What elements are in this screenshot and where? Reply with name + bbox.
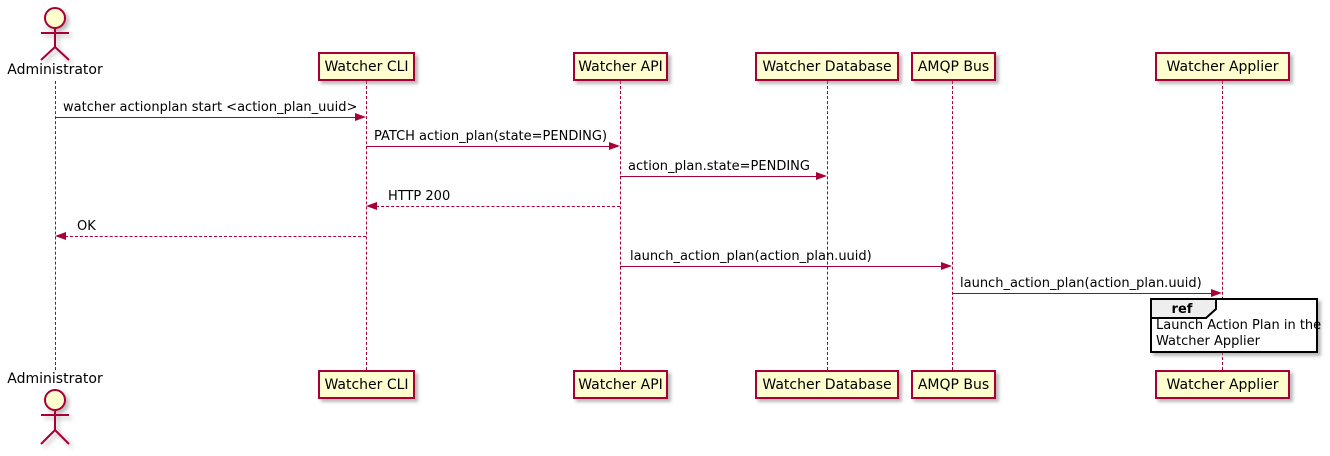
participant-label: Watcher CLI: [324, 376, 409, 393]
ref-keyword: ref: [1172, 302, 1193, 317]
participant-watcher-applier-top: Watcher Applier: [1155, 52, 1290, 81]
actor-administrator-label-bottom: Administrator: [7, 371, 103, 387]
lifeline-amqp-bus: [952, 81, 953, 370]
lifeline-watcher-api: [620, 81, 621, 370]
participant-watcher-database-top: Watcher Database: [755, 52, 899, 81]
participant-watcher-api-top: Watcher API: [573, 52, 668, 81]
message-2-label: PATCH action_plan(state=PENDING): [374, 129, 608, 144]
message-1-label: watcher actionplan start <action_plan_uu…: [63, 100, 358, 115]
actor-administrator-icon-bottom: [40, 389, 70, 445]
message-4-label: HTTP 200: [388, 189, 451, 204]
participant-watcher-cli-bottom: Watcher CLI: [318, 370, 415, 399]
participant-label: Watcher API: [578, 58, 663, 75]
message-7-label: launch_action_plan(action_plan.uuid): [960, 276, 1202, 291]
message-6-line: [620, 266, 947, 267]
message-2-line: [366, 146, 615, 147]
participant-amqp-bus-top: AMQP Bus: [911, 52, 996, 81]
participant-watcher-applier-bottom: Watcher Applier: [1155, 370, 1290, 399]
participant-label: Watcher API: [578, 376, 663, 393]
actor-administrator-icon: [40, 7, 70, 61]
message-1-arrowhead-right-icon: [355, 113, 366, 121]
lifeline-watcher-cli: [366, 81, 367, 370]
message-6-arrowhead-right-icon: [941, 262, 952, 270]
ref-body: Launch Action Plan in the Watcher Applie…: [1156, 318, 1321, 350]
lifeline-watcher-applier: [1222, 81, 1223, 370]
message-4-arrowhead-left-icon: [366, 202, 377, 210]
ref-text-line-1: Launch Action Plan in the: [1156, 318, 1322, 333]
message-7-line: [952, 293, 1217, 294]
participant-label: Watcher CLI: [324, 58, 409, 75]
lifeline-administrator: [55, 81, 56, 370]
message-3-label: action_plan.state=PENDING: [628, 159, 810, 174]
message-3-line: [620, 176, 822, 177]
participant-label: Watcher Applier: [1166, 376, 1279, 393]
participant-watcher-cli-top: Watcher CLI: [318, 52, 415, 81]
ref-keyword-tab: ref: [1150, 298, 1217, 319]
message-4-line: [371, 206, 620, 207]
message-6-label: launch_action_plan(action_plan.uuid): [630, 249, 872, 264]
message-7-arrowhead-right-icon: [1211, 289, 1222, 297]
ref-fragment: ref Launch Action Plan in the Watcher Ap…: [1150, 298, 1321, 353]
ref-text-line-2: Watcher Applier: [1156, 334, 1260, 349]
participant-label: Watcher Database: [762, 58, 892, 75]
message-1-line: [55, 117, 361, 118]
participant-label: Watcher Database: [762, 376, 892, 393]
message-2-arrowhead-right-icon: [609, 142, 620, 150]
message-5-line: [60, 236, 366, 237]
participant-watcher-database-bottom: Watcher Database: [755, 370, 899, 399]
message-5-label: OK: [77, 219, 96, 234]
participant-label: AMQP Bus: [917, 376, 990, 393]
message-5-arrowhead-left-icon: [55, 232, 66, 240]
lifeline-watcher-database: [827, 81, 828, 370]
participant-label: AMQP Bus: [917, 58, 990, 75]
participant-amqp-bus-bottom: AMQP Bus: [911, 370, 996, 399]
participant-label: Watcher Applier: [1166, 58, 1279, 75]
message-3-arrowhead-right-icon: [816, 172, 827, 180]
actor-administrator-label-top: Administrator: [7, 62, 103, 78]
participant-watcher-api-bottom: Watcher API: [573, 370, 668, 399]
